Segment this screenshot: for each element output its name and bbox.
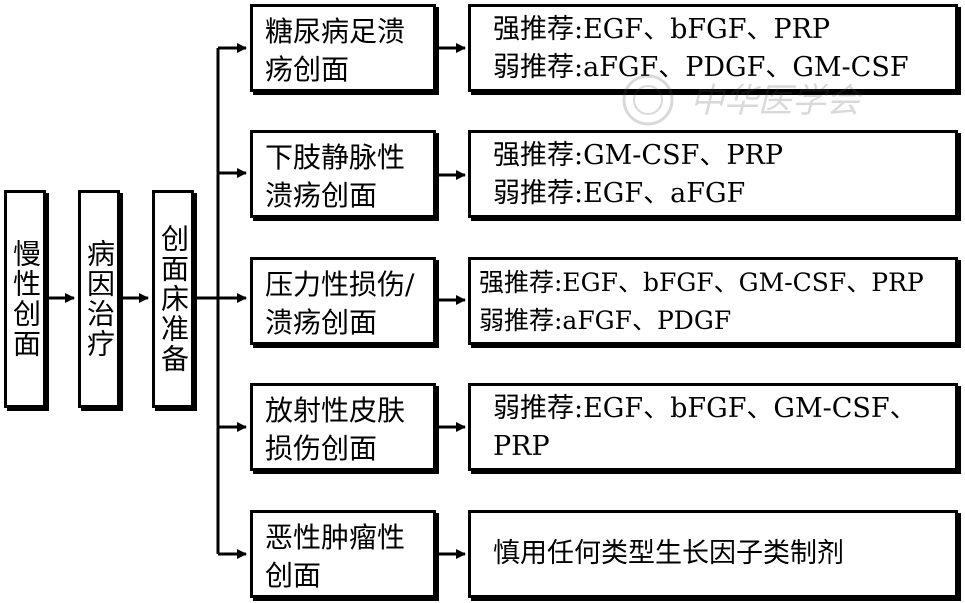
category-label: 压力性损伤/溃疡创面 xyxy=(265,268,415,339)
stage-label: 病因治疗 xyxy=(83,239,116,359)
category-label: 放射性皮肤损伤创面 xyxy=(265,394,406,465)
recommendation-line: 弱推荐:EGF、aFGF xyxy=(493,178,746,209)
category-pressure-injury: 压力性损伤/溃疡创面 xyxy=(250,257,436,345)
recommendation-venous-ulcer: 强推荐:GM-CSF、PRP 弱推荐:EGF、aFGF xyxy=(468,130,958,218)
stage-label: 创面床准备 xyxy=(157,224,190,374)
recommendation-malignant-tumor: 慎用任何类型生长因子类制剂 xyxy=(468,510,958,598)
recommendation-line: 强推荐:EGF、bFGF、GM-CSF、PRP xyxy=(479,268,924,297)
watermark-text: 中华医学会 xyxy=(690,81,864,121)
watermark-logo: 中华医学会 xyxy=(622,74,864,126)
recommendation-line: 强推荐:EGF、bFGF、PRP xyxy=(493,14,831,45)
stage-chronic-wound: 慢性创面 xyxy=(4,190,46,408)
stage-etiology-treatment: 病因治疗 xyxy=(78,190,120,408)
recommendation-line: 强推荐:GM-CSF、PRP xyxy=(493,140,783,171)
category-label: 下肢静脉性溃疡创面 xyxy=(265,141,406,212)
recommendation-line: 弱推荐:aFGF、PDGF xyxy=(479,306,732,335)
category-label: 糖尿病足溃疡创面 xyxy=(265,15,406,86)
category-label: 恶性肿瘤性创面 xyxy=(265,521,406,592)
recommendation-line: PRP xyxy=(493,431,550,462)
recommendation-radiation-injury: 弱推荐:EGF、bFGF、GM-CSF、 PRP xyxy=(468,383,958,471)
category-malignant-tumor: 恶性肿瘤性创面 xyxy=(250,510,436,598)
stage-label: 慢性创面 xyxy=(9,239,42,359)
category-diabetic-foot: 糖尿病足溃疡创面 xyxy=(250,4,436,92)
recommendation-pressure-injury: 强推荐:EGF、bFGF、GM-CSF、PRP 弱推荐:aFGF、PDGF xyxy=(468,257,958,345)
recommendation-line: 弱推荐:aFGF、PDGF、GM-CSF xyxy=(493,52,909,83)
recommendation-diabetic-foot: 强推荐:EGF、bFGF、PRP 弱推荐:aFGF、PDGF、GM-CSF xyxy=(468,4,958,92)
category-venous-ulcer: 下肢静脉性溃疡创面 xyxy=(250,130,436,218)
recommendation-line: 弱推荐:EGF、bFGF、GM-CSF、 xyxy=(493,393,917,424)
recommendation-line: 慎用任何类型生长因子类制剂 xyxy=(493,538,844,569)
stage-wound-bed-preparation: 创面床准备 xyxy=(152,190,194,408)
category-radiation-injury: 放射性皮肤损伤创面 xyxy=(250,383,436,471)
